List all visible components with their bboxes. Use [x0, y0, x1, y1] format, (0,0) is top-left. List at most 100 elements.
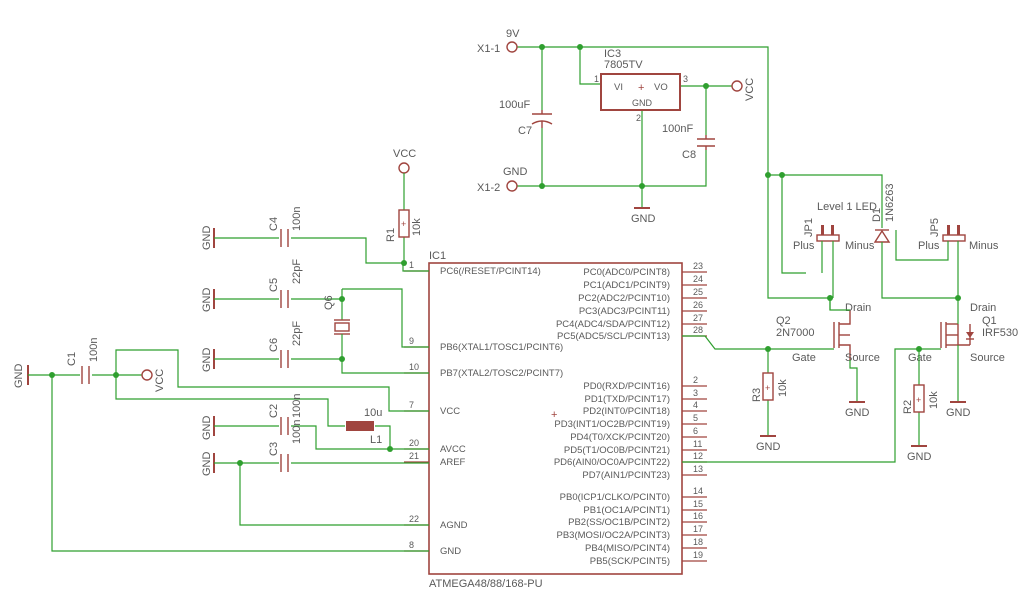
ic1-pin-number: 26 [693, 300, 703, 310]
jp1-plus: Plus [793, 240, 815, 252]
r2-resistor: + R2 10k [902, 384, 940, 414]
svg-text:+: + [765, 383, 770, 393]
q2-source: Source [845, 352, 880, 364]
c5-capacitor: C5 22pF [268, 259, 303, 308]
ic1-pin-label: PB4(MISO/PCINT4) [585, 543, 670, 554]
c3-capacitor: C3 100n [268, 420, 303, 472]
ic1-name: IC1 [429, 250, 446, 262]
ic1-pin-number: 7 [409, 400, 414, 410]
r2-name: R2 [902, 400, 914, 414]
left-circuit: GND C4 100n VCC + R1 10k GND [13, 148, 429, 552]
ic1-pin-number: 24 [693, 274, 703, 284]
ic1-pin-number: 15 [693, 499, 703, 509]
ic3-vo: VO [654, 82, 668, 93]
q1-mosfet: Q1 IRF530 Drain Gate Source [908, 302, 1018, 364]
c5-gnd-label: GND [201, 288, 213, 313]
r1-value: 10k [411, 218, 423, 236]
c2-name: C2 [268, 404, 280, 418]
jp5-name: JP5 [929, 218, 941, 237]
ic1-pin-number: 10 [409, 362, 419, 372]
c4-value: 100n [291, 207, 303, 231]
q2-drain: Drain [845, 302, 871, 314]
ic1-pin-number: 19 [693, 550, 703, 560]
ic1-pin-number: 14 [693, 486, 703, 496]
q2-value: 2N7000 [776, 327, 815, 339]
ic1-pin-number: 20 [409, 438, 419, 448]
ic3-pin1: 1 [594, 74, 599, 84]
gnd-label-reg: GND [631, 213, 656, 225]
ic1-pin-number: 11 [693, 439, 702, 449]
ic1-pin-label: PD4(T0/XCK/PCINT20) [570, 432, 670, 443]
ic1-pin-label: AGND [440, 520, 468, 531]
ic1-pin-label: PD1(TXD/PCINT17) [584, 394, 670, 405]
q6-crystal: Q6 [323, 295, 350, 335]
ic3-pin2: 2 [636, 113, 641, 123]
ic1-pin-label: PB6(XTAL1/TOSC1/PCINT6) [440, 342, 563, 353]
c8-capacitor: 100nF C8 [662, 123, 715, 161]
jp1-name: JP1 [803, 218, 815, 237]
d1-name: D1 [871, 208, 883, 222]
jp5-plus: Plus [918, 240, 940, 252]
ic1-pin-number: 2 [693, 375, 698, 385]
vcc-label-reg: VCC [744, 78, 756, 101]
x1-1-label: X1-1 [477, 43, 500, 55]
x1-1-terminal [506, 41, 518, 53]
jp1-minus: Minus [845, 240, 875, 252]
vcc-label-r1: VCC [393, 148, 416, 160]
ic3-regulator: IC3 7805TV VI + VO GND 1 3 2 [594, 48, 688, 123]
vcc-terminal-c1 [141, 369, 153, 381]
d1-diode: D1 1N6263 [871, 183, 896, 243]
q2-mosfet: Q2 2N7000 Drain Gate Source [776, 302, 880, 364]
r1-name: R1 [385, 228, 397, 242]
c7-name: C7 [518, 125, 532, 137]
ic1-pin-label: PC6(/RESET/PCINT14) [440, 266, 541, 277]
ic1-pin-label: AREF [440, 457, 466, 468]
ic1-pin-number: 6 [693, 426, 698, 436]
r3-gnd-label: GND [756, 441, 781, 453]
ic1-pin-label: PB7(XTAL2/TOSC2/PCINT7) [440, 368, 563, 379]
r2-value: 10k [928, 391, 940, 409]
right-circuit: JP1 Level 1 LED Plus Minus D1 1N6263 JP5… [682, 172, 1018, 463]
ic1-pin-label: AVCC [440, 444, 466, 455]
c3-gnd-label: GND [201, 452, 213, 477]
jp1-led-label: Level 1 LED [817, 201, 877, 213]
r1-resistor: + R1 10k [385, 209, 423, 242]
ic1-pin-label: PD7(AIN1/PCINT23) [582, 470, 670, 481]
ic1-pin-label: PD5(T1/OC0B/PCINT21) [564, 445, 670, 456]
ic1-pin-label: PB2(SS/OC1B/PCINT2) [568, 517, 670, 528]
c7-value: 100uF [499, 99, 530, 111]
ic1-pin-label: PC3(ADC3/PCINT11) [579, 306, 670, 317]
c8-value: 100nF [662, 123, 693, 135]
c6-capacitor: C6 22pF [268, 321, 303, 368]
ic1-pin-label: PD0(RXD/PCINT16) [583, 381, 670, 392]
c6-gnd-label: GND [201, 348, 213, 373]
x1-2-terminal [506, 180, 518, 192]
ic3-name: IC3 [604, 48, 621, 60]
ic1-pin-number: 27 [693, 313, 703, 323]
ic1-plus-marker: + [551, 409, 557, 421]
ic1-pin-label: PB5(SCK/PCINT5) [590, 556, 670, 567]
ic1-pin-label: PC2(ADC2/PCINT10) [578, 293, 670, 304]
q1-source: Source [970, 352, 1005, 364]
ic1-pin-number: 16 [693, 511, 703, 521]
vcc-terminal-r1 [398, 162, 410, 174]
